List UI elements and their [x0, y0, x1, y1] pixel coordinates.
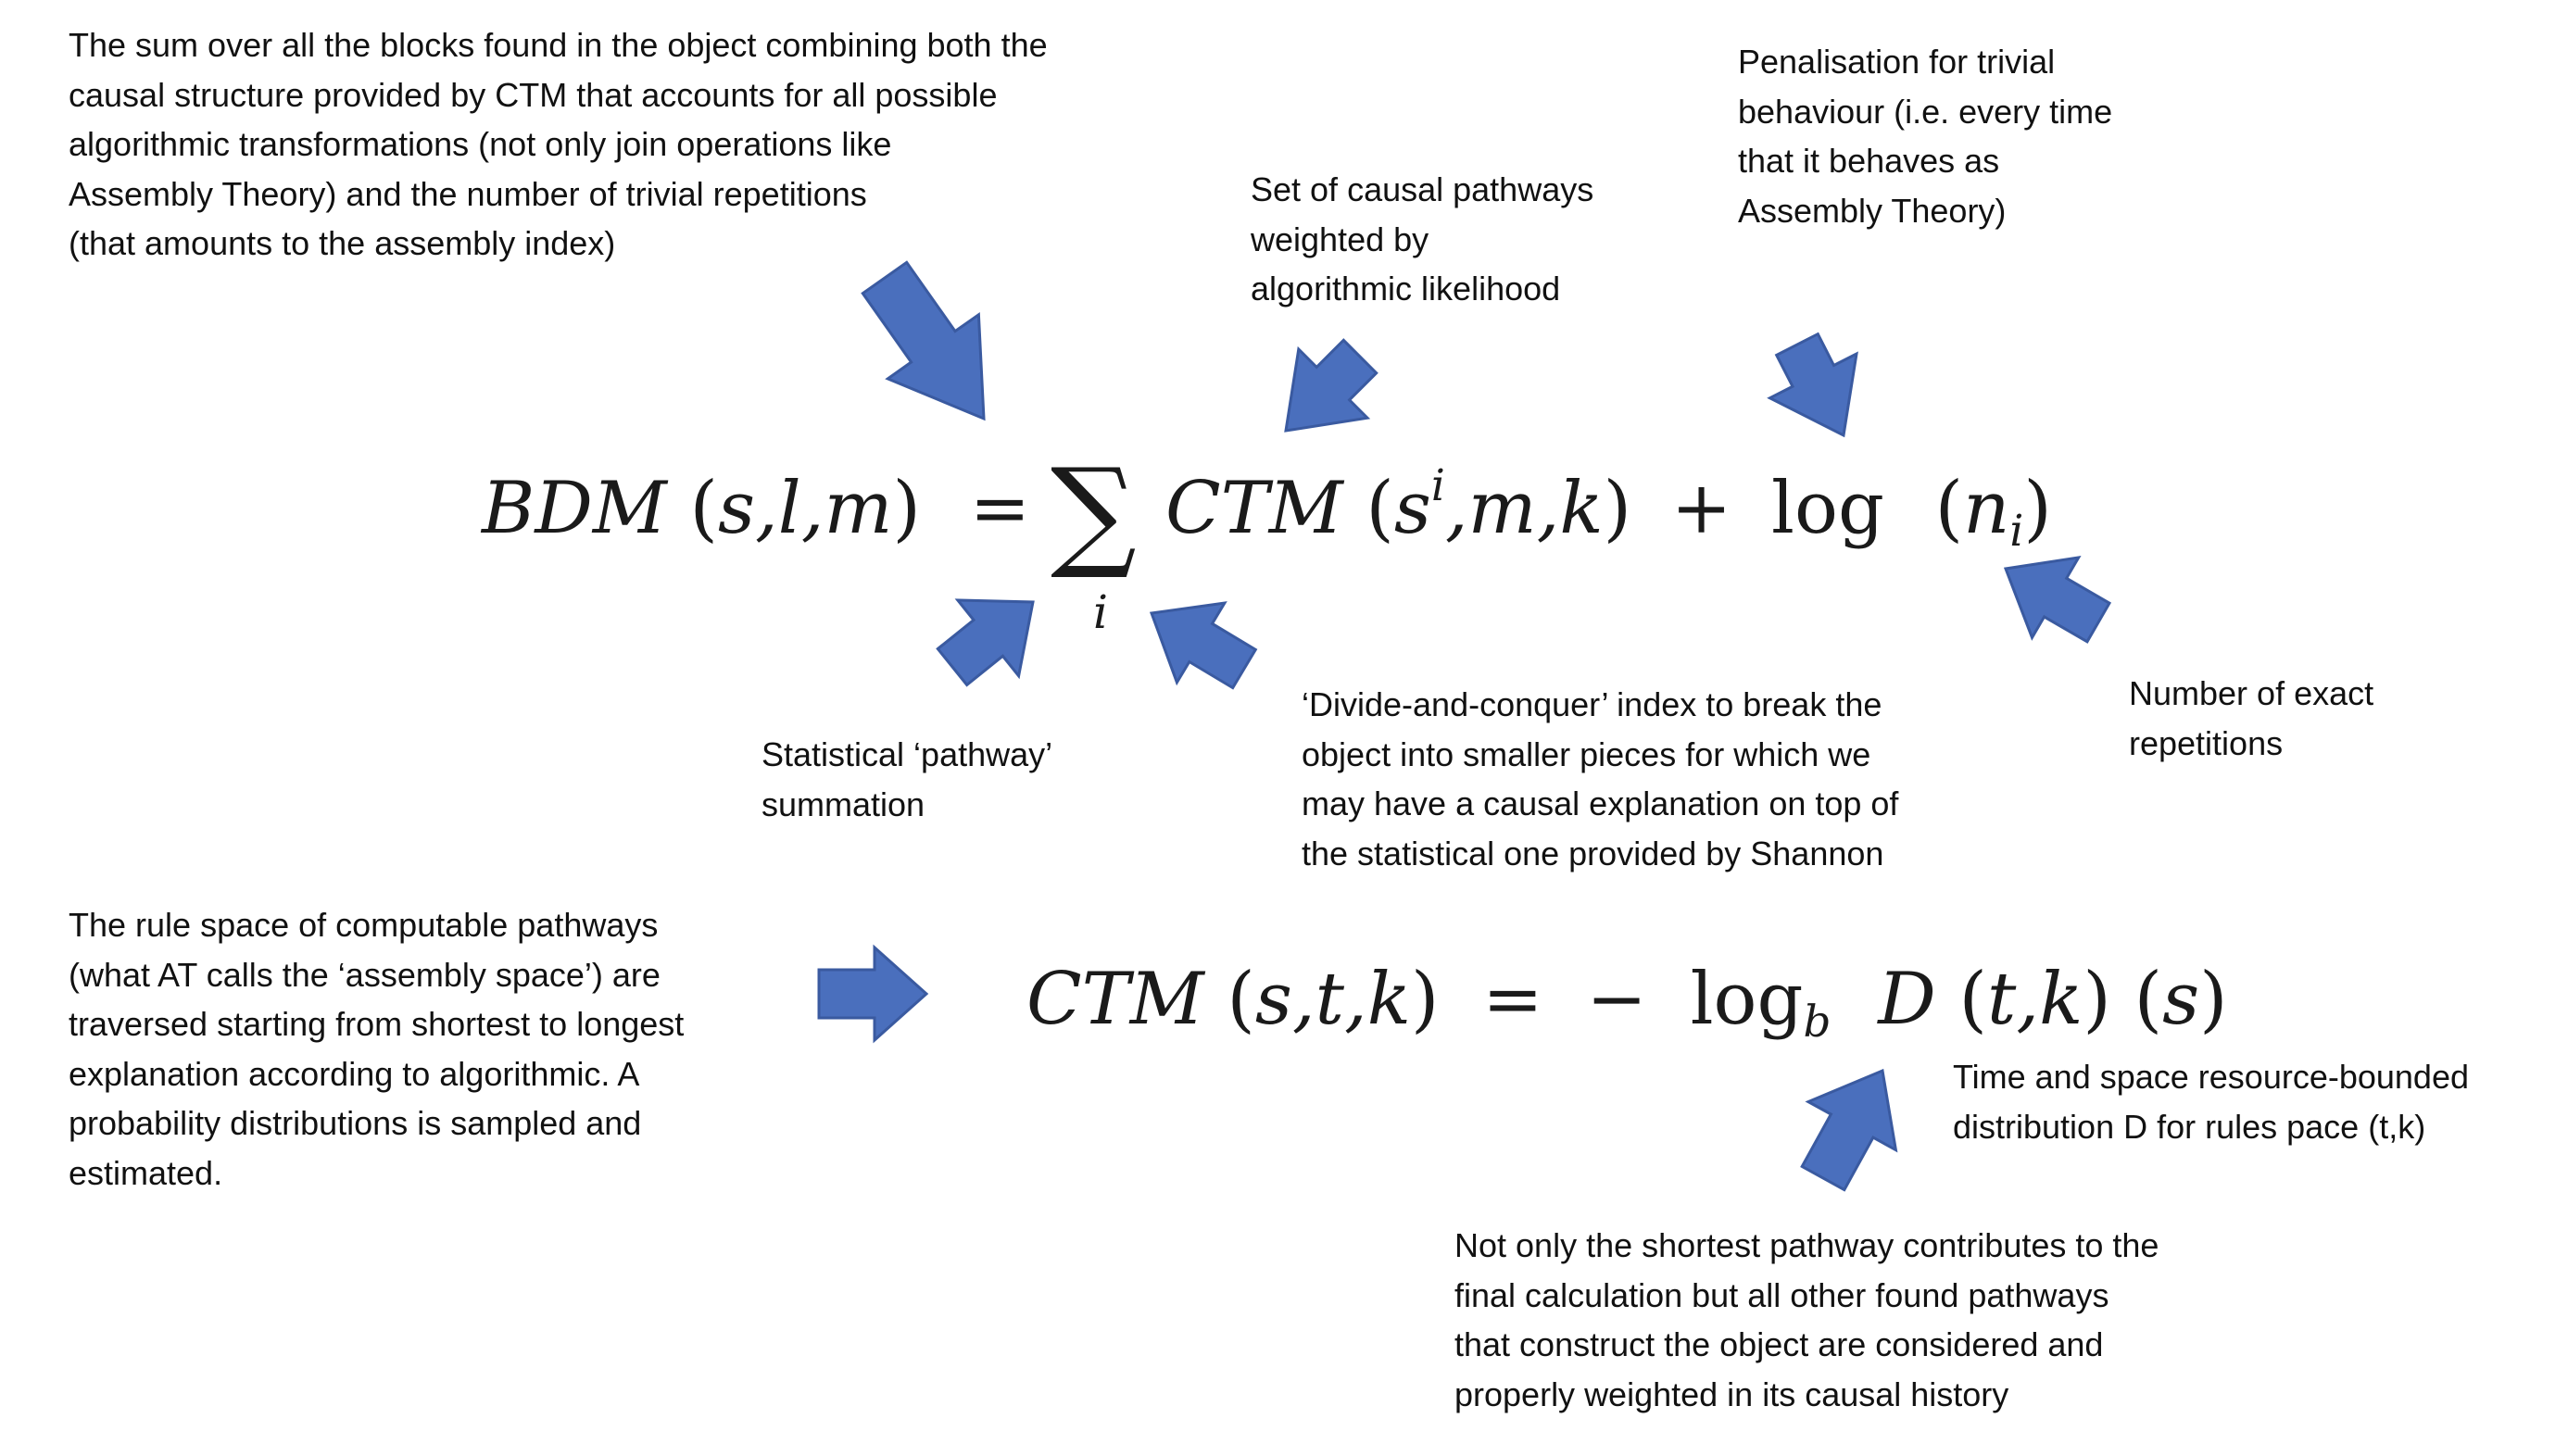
note-penalisation: Penalisation for trivial behaviour (i.e.…	[1738, 37, 2112, 235]
note-line: the statistical one provided by Shannon	[1302, 834, 1884, 872]
arrow-to-sigma-index	[1149, 601, 1258, 690]
arrow-to-log-term	[1767, 332, 1858, 438]
note-line: traversed starting from shortest to long…	[69, 1005, 685, 1043]
arrow-to-distribution	[1800, 1068, 1898, 1192]
plus-sign: +	[1670, 467, 1732, 550]
log-base-operator: log	[1690, 958, 1804, 1041]
note-line: probability distributions is sampled and	[69, 1104, 642, 1142]
note-sum-blocks: The sum over all the blocks found in the…	[69, 20, 1048, 269]
n-variable: n	[1963, 467, 2010, 550]
distribution-symbol: D	[1878, 958, 1936, 1041]
arrow-to-ctm-term	[1284, 338, 1378, 433]
bdm-equals: =	[969, 467, 1031, 550]
ctm-def-close-paren: )	[1411, 958, 1440, 1041]
note-shortest-pathway: Not only the shortest pathway contribute…	[1454, 1221, 2159, 1419]
ctm-equation: CTM (s,t,k) = − logb D (t,k) (s)	[1026, 963, 2228, 1044]
note-line: that construct the object are considered…	[1454, 1325, 2104, 1363]
ctm-def-args: s,t,k	[1254, 958, 1412, 1041]
note-line: that it behaves as	[1738, 142, 2000, 180]
bdm-args: s,l,m	[717, 467, 893, 550]
note-line: Assembly Theory) and the number of trivi…	[69, 174, 867, 213]
minus-sign: −	[1586, 958, 1647, 1041]
note-line: repetitions	[2129, 723, 2284, 762]
note-line: Penalisation for trivial	[1738, 43, 2056, 81]
arrow-to-ctm-equation	[817, 944, 929, 1044]
note-line: Time and space resource-bounded	[1953, 1058, 2469, 1096]
bdm-close-paren: )	[892, 467, 921, 550]
note-causal-pathways: Set of causal pathways weighted by algor…	[1251, 165, 1593, 314]
dist-open-paren: (	[1958, 958, 1987, 1041]
note-divide-conquer: ‘Divide-and-conquer’ index to break the …	[1302, 680, 1898, 878]
note-line: algorithmic transformations (not only jo…	[69, 125, 892, 163]
arg-open-paren: (	[2134, 958, 2163, 1041]
note-line: final calculation but all other found pa…	[1454, 1275, 2109, 1314]
note-line: causal structure provided by CTM that ac…	[69, 75, 998, 114]
ctm-open-paren: (	[1366, 467, 1394, 550]
note-line: distribution D for rules pace (t,k)	[1953, 1107, 2426, 1146]
note-line: The rule space of computable pathways	[69, 906, 659, 944]
ctm-def-equals: =	[1482, 958, 1543, 1041]
dist-close-paren: )	[2083, 958, 2111, 1041]
note-time-space: Time and space resource-bounded distribu…	[1953, 1052, 2469, 1151]
ctm-arg-s-superscript: i	[1430, 460, 1445, 511]
note-line: behaviour (i.e. every time	[1738, 92, 2113, 131]
note-line: (that amounts to the assembly index)	[69, 224, 616, 262]
bdm-open-paren: (	[689, 467, 718, 550]
note-rule-space: The rule space of computable pathways (w…	[69, 900, 684, 1198]
arg-s: s	[2162, 958, 2200, 1041]
arrow-to-sigma-bottom	[936, 598, 1035, 687]
log-operator: log	[1771, 467, 1884, 550]
log-base: b	[1803, 998, 1832, 1048]
bdm-symbol: BDM	[482, 467, 667, 550]
note-line: object into smaller pieces for which we	[1302, 734, 1871, 773]
n-open-paren: (	[1934, 467, 1964, 550]
ctm-def-open-paren: (	[1227, 958, 1255, 1041]
note-line: Statistical ‘pathway’	[762, 735, 1053, 773]
note-line: ‘Divide-and-conquer’ index to break the	[1302, 685, 1882, 723]
ctm-def-symbol: CTM	[1026, 958, 1204, 1041]
note-line: properly weighted in its causal history	[1454, 1374, 2009, 1413]
arrow-to-n-term	[2003, 555, 2112, 644]
ctm-arg-s: s	[1393, 467, 1431, 550]
note-line: The sum over all the blocks found in the…	[69, 26, 1048, 64]
note-line: explanation according to algorithmic. A	[69, 1054, 640, 1093]
ctm-symbol: CTM	[1165, 467, 1343, 550]
note-line: Set of causal pathways	[1251, 170, 1594, 208]
arg-close-paren: )	[2199, 958, 2228, 1041]
note-line: estimated.	[69, 1153, 223, 1192]
n-subscript: i	[2009, 507, 2024, 558]
sigma-symbol: ∑	[1051, 442, 1137, 583]
ctm-close-paren: )	[1603, 467, 1632, 550]
note-line: Not only the shortest pathway contribute…	[1454, 1226, 2159, 1264]
note-line: algorithmic likelihood	[1251, 270, 1561, 308]
sigma-index: i	[1093, 585, 1108, 639]
ctm-args-rest: ,m,k	[1444, 467, 1604, 550]
note-line: Number of exact	[2129, 674, 2374, 712]
note-statistical-pathway: Statistical ‘pathway’ summation	[762, 730, 1052, 829]
note-line: (what AT calls the ‘assembly space’) are	[69, 955, 661, 994]
arrow-to-sigma-top	[861, 260, 986, 421]
note-line: may have a causal explanation on top of	[1302, 784, 1899, 822]
note-line: Assembly Theory)	[1738, 191, 2007, 230]
bdm-equation-lhs: BDM (s,l,m) =	[482, 472, 1030, 545]
note-line: weighted by	[1251, 220, 1429, 258]
bdm-equation-rhs: CTM (si,m,k) + log (ni)	[1165, 465, 2052, 554]
note-line: summation	[762, 784, 925, 823]
dist-args: t,k	[1986, 958, 2083, 1041]
n-close-paren: )	[2023, 467, 2052, 550]
note-exact-repetitions: Number of exact repetitions	[2129, 669, 2373, 768]
